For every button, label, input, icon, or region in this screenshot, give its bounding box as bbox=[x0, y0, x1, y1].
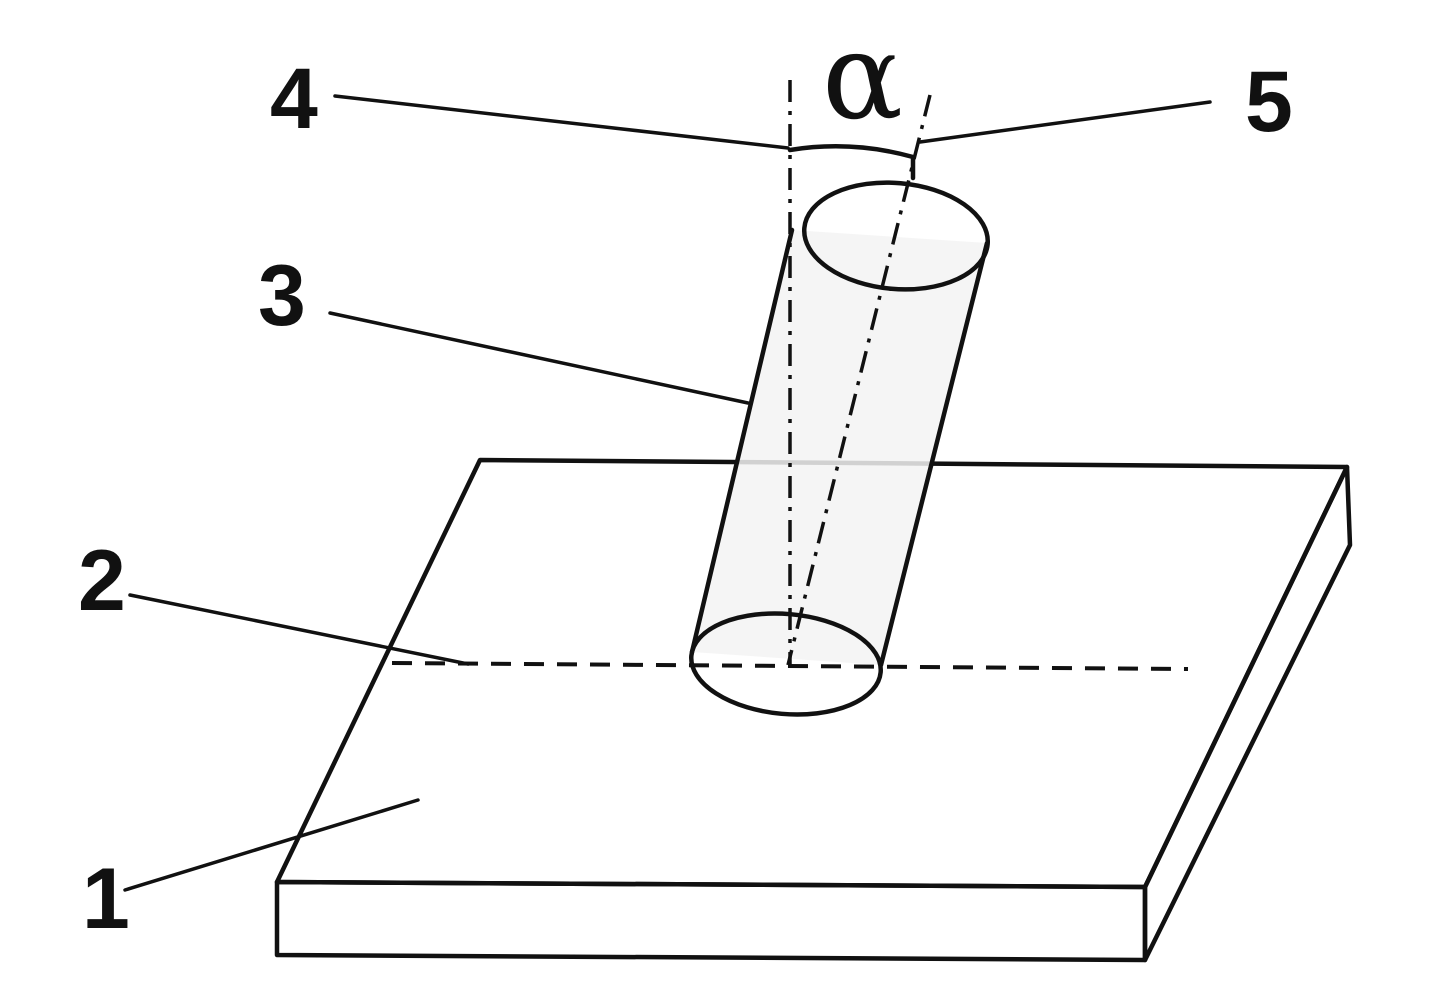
label-cylinder: 3 bbox=[258, 248, 306, 344]
plate-dashed-line bbox=[391, 661, 1189, 671]
label-line: 2 bbox=[78, 533, 126, 629]
cylinder-right-edge bbox=[878, 240, 990, 668]
leader-line-2 bbox=[128, 593, 470, 666]
cylinder-top-ellipse bbox=[801, 180, 991, 292]
leader-line-1 bbox=[123, 798, 420, 892]
label-plate: 1 bbox=[82, 851, 130, 947]
inclined-axis-line bbox=[786, 94, 932, 666]
label-vertical-axis: 4 bbox=[270, 51, 318, 147]
cylinder-body bbox=[692, 230, 987, 665]
angle-symbol: α bbox=[822, 8, 903, 147]
plate-side-face bbox=[1142, 464, 1353, 963]
plate bbox=[274, 457, 1353, 963]
label-inclined-axis: 5 bbox=[1245, 54, 1293, 150]
leader-line-4 bbox=[333, 94, 790, 150]
leader-line-3 bbox=[328, 311, 750, 405]
leader-line-5 bbox=[918, 100, 1212, 144]
angle-arc bbox=[787, 144, 916, 181]
plate-front-face bbox=[274, 879, 1148, 963]
cylinder bbox=[689, 180, 991, 717]
cylinder-left-edge bbox=[689, 227, 795, 655]
